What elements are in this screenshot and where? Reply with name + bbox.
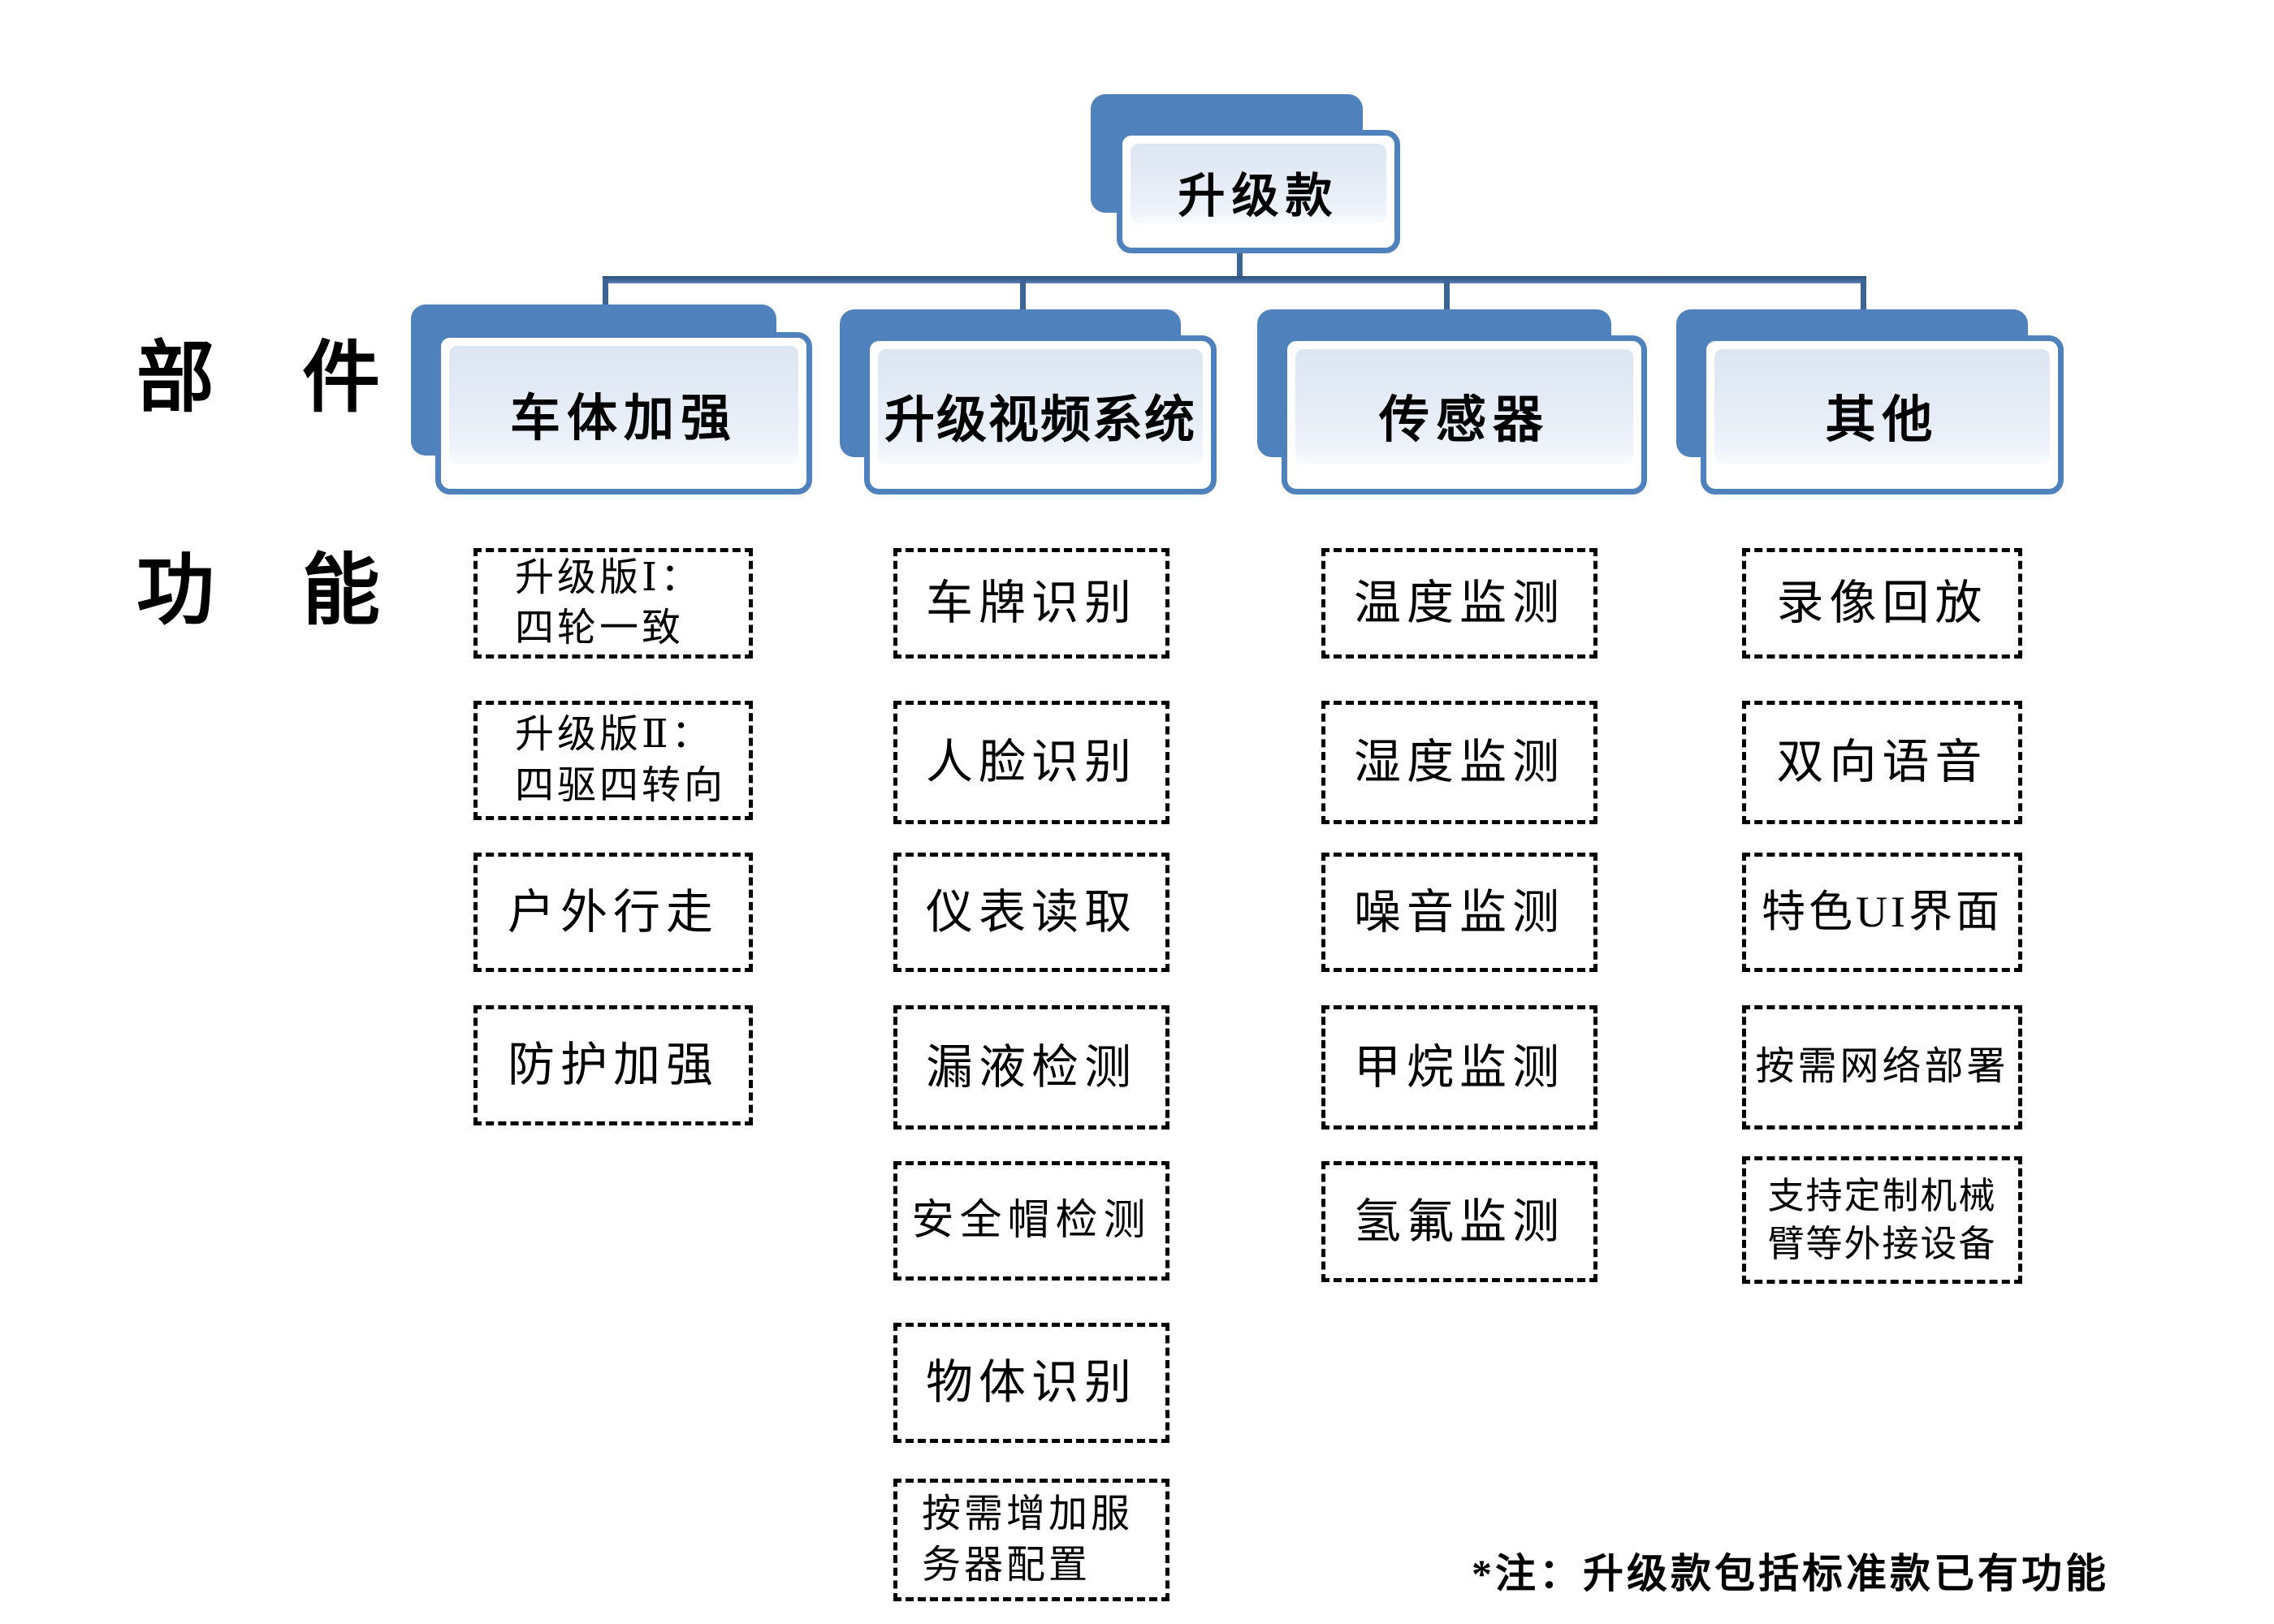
connector-stub-branch-3 bbox=[1444, 280, 1450, 313]
feature-outdoor-walking: 户外行走 bbox=[473, 853, 753, 972]
branch-3-node: 传感器 bbox=[1282, 335, 1647, 495]
feature-plate-recognition: 车牌识别 bbox=[893, 548, 1169, 659]
branch-3-label: 传感器 bbox=[1378, 393, 1550, 448]
feature-temperature-monitoring: 温度监测 bbox=[1321, 548, 1597, 659]
feature-protection-enhanced: 防护加强 bbox=[473, 1005, 753, 1125]
feature-humidity-monitoring: 湿度监测 bbox=[1321, 701, 1597, 824]
row-label-components: 部 件 bbox=[136, 335, 414, 421]
feature-body-upgrade-1: 升级版Ⅰ： 四轮一致 bbox=[473, 548, 753, 659]
feature-object-recognition: 物体识别 bbox=[893, 1323, 1169, 1443]
feature-custom-ui: 特色UI界面 bbox=[1742, 853, 2022, 972]
feature-network-deployment: 按需网络部署 bbox=[1742, 1005, 2022, 1129]
connector-stub-branch-2 bbox=[1020, 280, 1026, 313]
feature-noise-monitoring: 噪音监测 bbox=[1321, 853, 1597, 972]
connector-horizontal-bar bbox=[603, 276, 1866, 283]
feature-meter-reading: 仪表读取 bbox=[893, 853, 1169, 972]
branch-1-node: 车体加强 bbox=[435, 332, 812, 495]
branch-4-label: 其他 bbox=[1825, 393, 1939, 448]
feature-leak-detection: 漏液检测 bbox=[893, 1005, 1169, 1129]
connector-stub-branch-1 bbox=[603, 280, 608, 313]
feature-methane-monitoring: 甲烷监测 bbox=[1321, 1005, 1597, 1129]
feature-helmet-detection: 安全帽检测 bbox=[893, 1161, 1169, 1281]
branch-1-label: 车体加强 bbox=[509, 391, 737, 447]
feature-face-recognition: 人脸识别 bbox=[893, 701, 1169, 824]
footnote: *注：升级款包括标准款已有功能 bbox=[1472, 1551, 2109, 1596]
feature-body-upgrade-2: 升级版Ⅱ： 四驱四转向 bbox=[473, 701, 753, 820]
root-node: 升级款 bbox=[1117, 130, 1400, 253]
feature-two-way-audio: 双向语音 bbox=[1742, 701, 2022, 824]
branch-2-node: 升级视频系统 bbox=[864, 335, 1217, 495]
feature-server-config: 按需增加服 务器配置 bbox=[893, 1479, 1169, 1601]
row-label-functions: 功 能 bbox=[136, 547, 414, 634]
branch-2-label: 升级视频系统 bbox=[884, 393, 1196, 448]
feature-video-playback: 录像回放 bbox=[1742, 548, 2022, 659]
connector-stub-branch-4 bbox=[1861, 280, 1866, 313]
feature-external-devices: 支持定制机械 臂等外接设备 bbox=[1742, 1156, 2022, 1284]
root-node-label: 升级款 bbox=[1178, 170, 1339, 222]
connector-root-stem bbox=[1237, 240, 1243, 282]
branch-4-node: 其他 bbox=[1701, 335, 2064, 495]
feature-hf-monitoring: 氢氟监测 bbox=[1321, 1161, 1597, 1282]
